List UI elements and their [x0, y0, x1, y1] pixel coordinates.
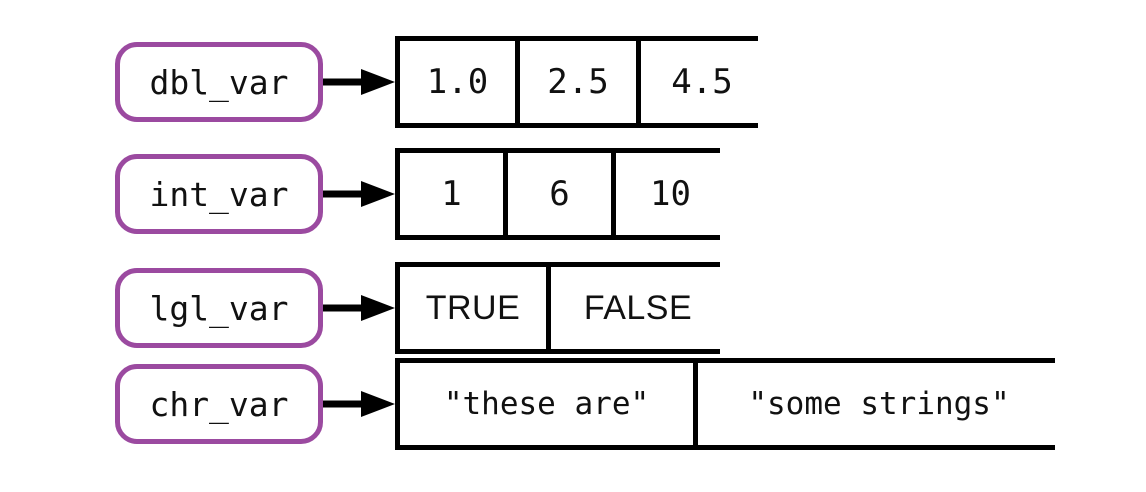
value-cell-text: 1.0: [426, 62, 489, 102]
value-cell: 2.5: [520, 41, 641, 123]
value-table-lgl_var: TRUE FALSE: [395, 262, 725, 354]
value-cell-text: "some strings": [748, 385, 1010, 422]
variable-label-box-dbl_var[interactable]: dbl_var: [115, 42, 323, 122]
value-cell: 4.5: [641, 41, 763, 123]
value-cell: 1.0: [400, 41, 520, 123]
variable-label-text: int_var: [149, 174, 289, 214]
value-table-dbl_var: 1.0 2.5 4.5: [395, 36, 763, 128]
value-cell-text: 10: [650, 174, 691, 214]
variable-row: chr_var "these are" "some strings": [0, 358, 1146, 468]
variable-label-text: chr_var: [149, 384, 289, 424]
arrow-right-icon: [323, 294, 397, 322]
variable-label-box-lgl_var[interactable]: lgl_var: [115, 268, 323, 348]
value-cell-text: 1: [441, 174, 462, 214]
variable-row: lgl_var TRUE FALSE: [0, 262, 1146, 372]
value-cell-text: FALSE: [583, 289, 693, 327]
value-cell: 6: [508, 153, 616, 235]
variable-label-text: lgl_var: [149, 288, 289, 328]
value-cell: TRUE: [400, 267, 551, 349]
variable-label-text: dbl_var: [149, 62, 289, 102]
value-cell-text: 2.5: [547, 62, 609, 102]
value-cell-text: "these are": [443, 385, 650, 422]
variable-label-box-int_var[interactable]: int_var: [115, 154, 323, 234]
arrow-right-icon: [323, 180, 397, 208]
value-cell: "some strings": [698, 363, 1060, 445]
variable-row: dbl_var 1.0 2.5 4.5: [0, 36, 1146, 146]
value-cell-text: TRUE: [425, 289, 521, 327]
value-table-chr_var: "these are" "some strings": [395, 358, 1060, 450]
arrow-right-icon: [323, 68, 397, 96]
value-cell: 1: [400, 153, 508, 235]
value-cell: "these are": [400, 363, 698, 445]
value-cell: FALSE: [551, 267, 725, 349]
value-cell-text: 6: [549, 174, 570, 214]
value-cell: 10: [616, 153, 725, 235]
value-cell-text: 4.5: [671, 62, 733, 102]
variable-label-box-chr_var[interactable]: chr_var: [115, 364, 323, 444]
arrow-right-icon: [323, 390, 397, 418]
